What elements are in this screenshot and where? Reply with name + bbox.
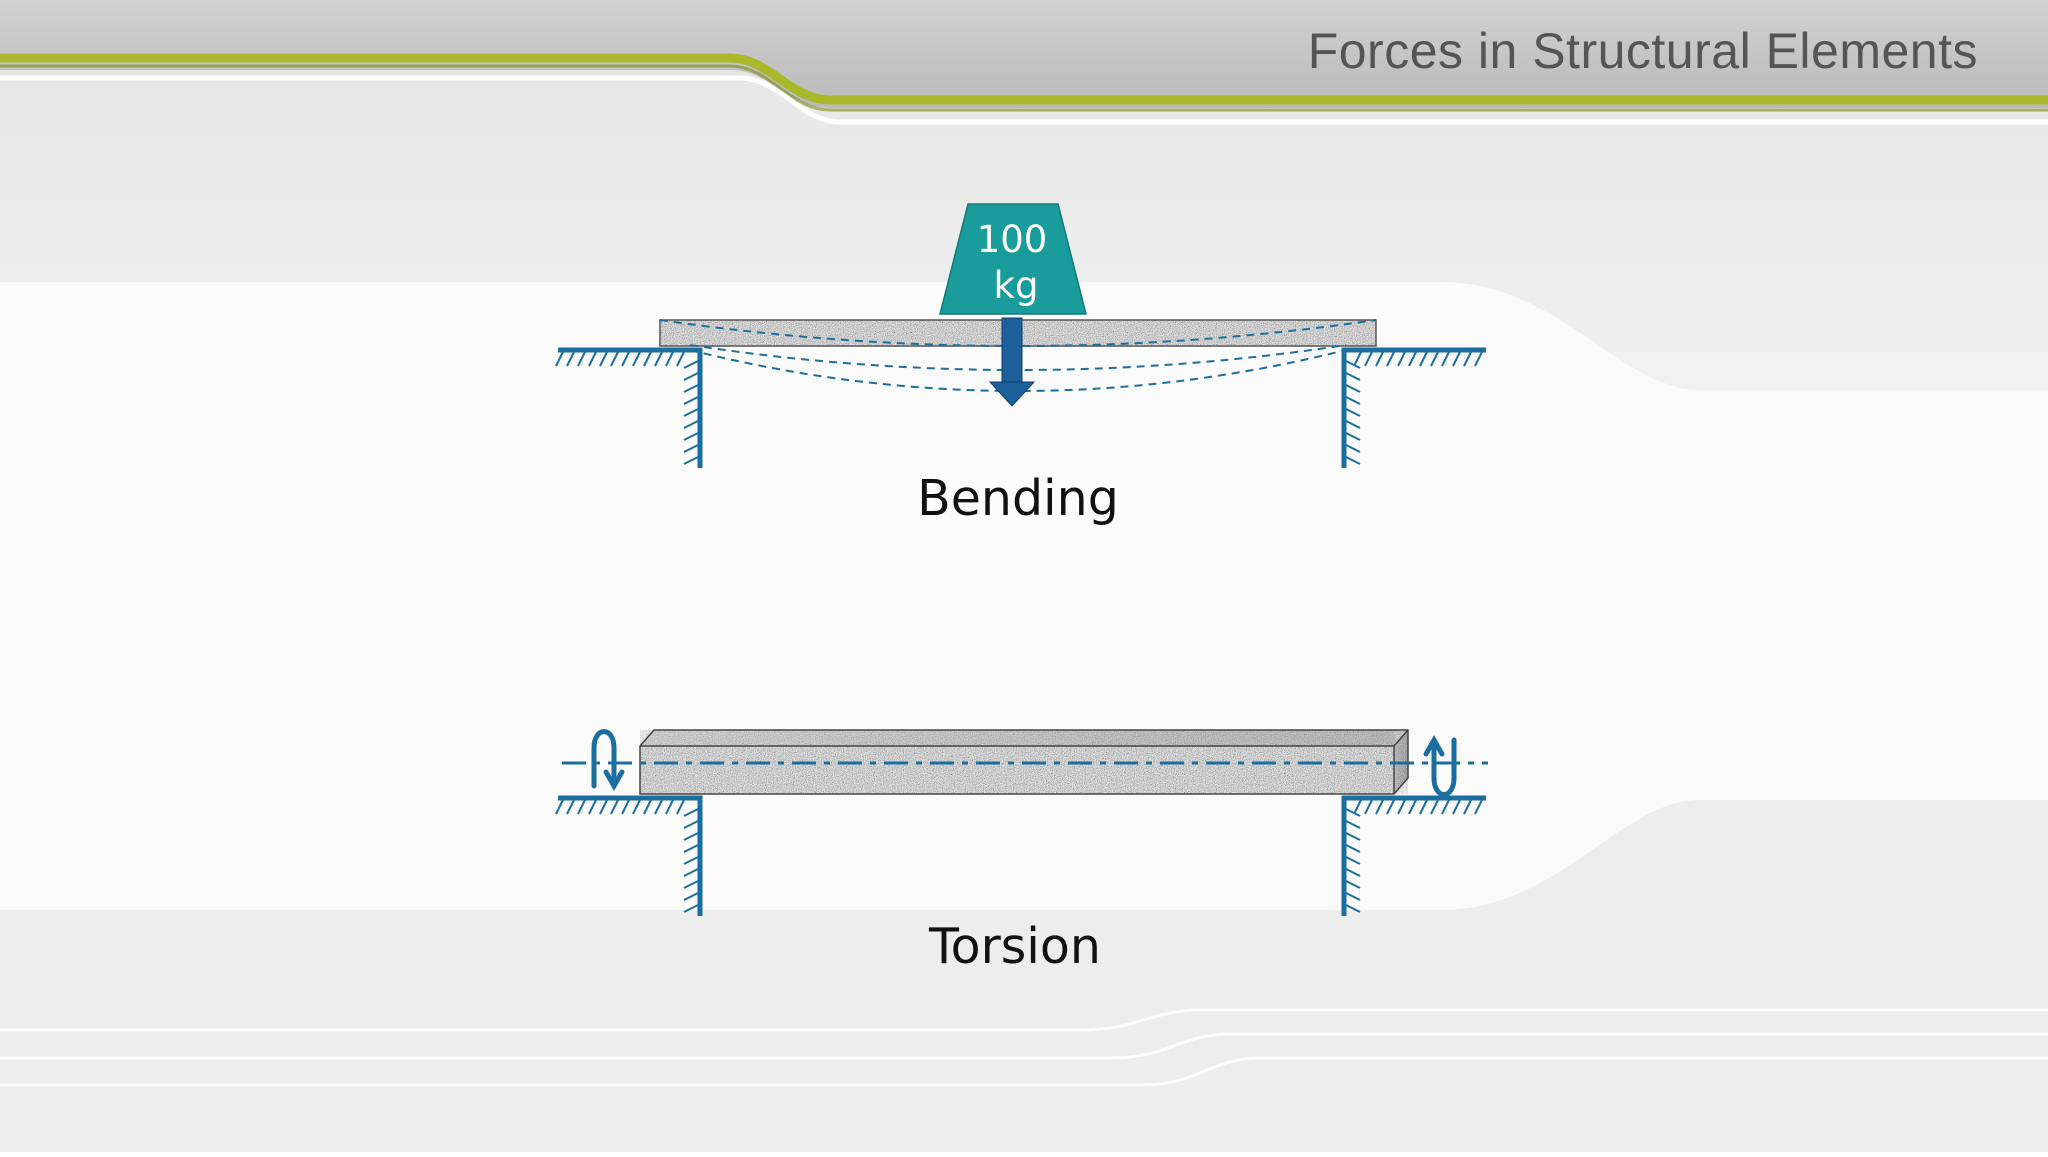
- weight-value: 100: [977, 218, 1048, 261]
- background-light-band: [0, 282, 2048, 910]
- load-arrow: [988, 317, 1036, 407]
- torsion-beam: [639, 729, 1409, 795]
- left-torque-arrow-icon: [591, 729, 625, 792]
- torsion-left-support: [555, 795, 703, 916]
- bending-diagram: 100 kg Bending: [555, 203, 1486, 527]
- bending-left-support: [555, 347, 703, 468]
- background-lower-shade: [0, 800, 2048, 1152]
- torsion-caption: Torsion: [928, 918, 1101, 975]
- header-highlight-line: [0, 75, 2048, 125]
- torsion-right-support: [1341, 795, 1486, 916]
- torsion-diagram: Torsion: [555, 729, 1488, 975]
- slide-title: Forces in Structural Elements: [1307, 23, 1978, 79]
- weight-unit: kg: [994, 264, 1039, 307]
- header-accent-line: [0, 53, 2048, 105]
- right-torque-arrow-icon: [1423, 734, 1457, 797]
- background-decor-lines: [0, 1008, 2048, 1087]
- weight-block: [939, 203, 1087, 315]
- bending-caption: Bending: [917, 470, 1119, 527]
- header-bar: [0, 0, 2048, 108]
- header-accent-shadow: [0, 64, 2048, 112]
